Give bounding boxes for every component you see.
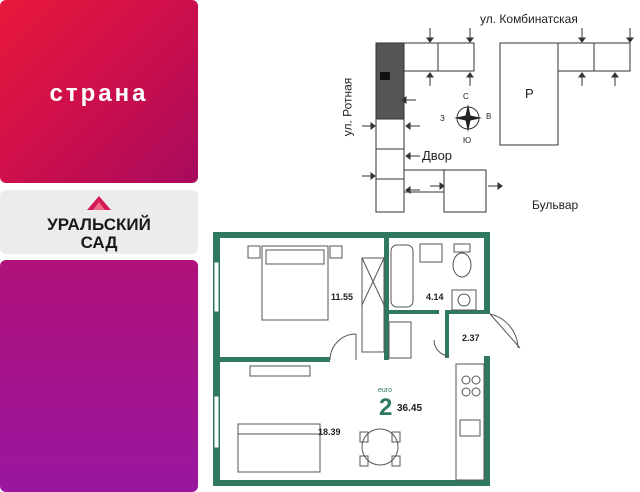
parking-block [499, 42, 559, 146]
project-logo-icon [87, 196, 111, 210]
compass-south: Ю [463, 136, 472, 145]
kitchen-living-area: 18.39 [318, 427, 341, 437]
brand-logo: страна [49, 80, 149, 107]
bedroom-area: 11.55 [331, 292, 354, 302]
promo-panel [0, 260, 198, 492]
compass-north: С [463, 92, 469, 101]
parking-label: Р [525, 86, 534, 101]
site-map-drawing [362, 28, 634, 213]
project-name: УРАЛЬСКИЙ САД [0, 216, 198, 252]
bathroom-area: 4.14 [426, 292, 444, 302]
total-area: 36.45 [397, 403, 423, 414]
brand-panel: страна [0, 0, 198, 183]
hall-area: 2.37 [462, 333, 480, 343]
site-map: С Ю З В ул. Комбинатская ул. Ротная Двор… [0, 0, 640, 230]
street-top-label: ул. Комбинатская [480, 12, 578, 26]
unit-type-label: euro [378, 387, 393, 394]
compass-icon [454, 104, 482, 132]
yard-label: Двор [422, 148, 453, 163]
boulevard-label: Бульвар [532, 198, 579, 212]
project-name-line1: УРАЛЬСКИЙ [47, 215, 151, 234]
project-panel: УРАЛЬСКИЙ САД [0, 190, 198, 254]
compass-east: В [486, 112, 492, 121]
rooms-count: 2 [379, 394, 393, 421]
compass-west: З [440, 114, 445, 123]
project-name-line2: САД [80, 233, 118, 252]
